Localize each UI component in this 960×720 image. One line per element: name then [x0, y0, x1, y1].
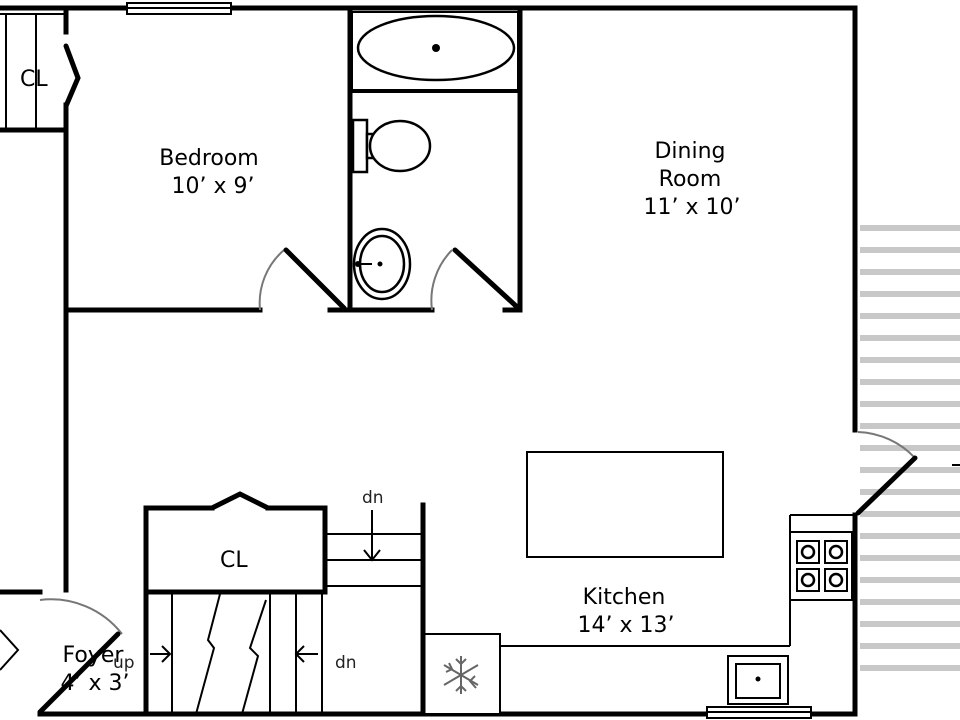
room-label-bedroom: Bedroom 10’ x 9’ — [159, 146, 259, 199]
dining-name-line1: Dining — [654, 139, 725, 164]
burner-ring — [828, 544, 844, 560]
window-bottom — [706, 706, 812, 719]
closet-top-left: CL — [0, 5, 81, 133]
stove-burner-icon — [789, 531, 853, 601]
burner-ring — [800, 544, 816, 560]
stair-closet: CL — [143, 491, 328, 717]
stairs-upper: dn — [325, 488, 426, 717]
foyer-door — [0, 598, 123, 715]
dining-name-line2: Room — [659, 167, 722, 192]
foyer-name: Foyer — [63, 643, 125, 668]
burner-ring — [828, 572, 844, 588]
snowflake-icon — [443, 656, 479, 694]
refrigerator — [423, 633, 501, 715]
burner-ring — [800, 572, 816, 588]
window-top — [126, 2, 232, 15]
kitchen-name: Kitchen — [583, 585, 666, 610]
kitchen-size: 14’ x 13’ — [578, 613, 675, 638]
deck-door — [855, 431, 918, 516]
toilet-icon — [351, 118, 432, 174]
foyer-size: 4’ x 3’ — [61, 671, 130, 696]
stair-up-label: up — [113, 653, 135, 673]
kitchen-sink — [727, 655, 789, 705]
bedroom-walls — [63, 5, 353, 313]
room-label-dining: Dining Room 11’ x 10’ — [644, 139, 741, 220]
burner — [824, 568, 848, 592]
closet-label-top-left: CL — [20, 67, 48, 92]
bedroom-size: 10’ x 9’ — [172, 174, 255, 199]
room-label-foyer: Foyer 4’ x 3’ — [61, 643, 130, 696]
burner — [824, 540, 848, 564]
stairs-lower: dn up — [113, 593, 357, 715]
bathroom — [347, 5, 523, 313]
burner — [796, 540, 820, 564]
sink-icon — [352, 227, 412, 301]
room-label-kitchen: Kitchen 14’ x 13’ — [578, 585, 675, 638]
deck — [858, 220, 960, 680]
burner — [796, 568, 820, 592]
dining-size: 11’ x 10’ — [644, 195, 741, 220]
kitchen-island — [526, 451, 724, 558]
bedroom-name: Bedroom — [159, 146, 259, 171]
stair-dn-top-label: dn — [362, 488, 384, 508]
exterior-walls — [0, 5, 858, 717]
stair-dn-bottom-label: dn — [335, 653, 357, 673]
closet-label-stair: CL — [220, 548, 248, 573]
bathtub-icon — [351, 11, 519, 91]
